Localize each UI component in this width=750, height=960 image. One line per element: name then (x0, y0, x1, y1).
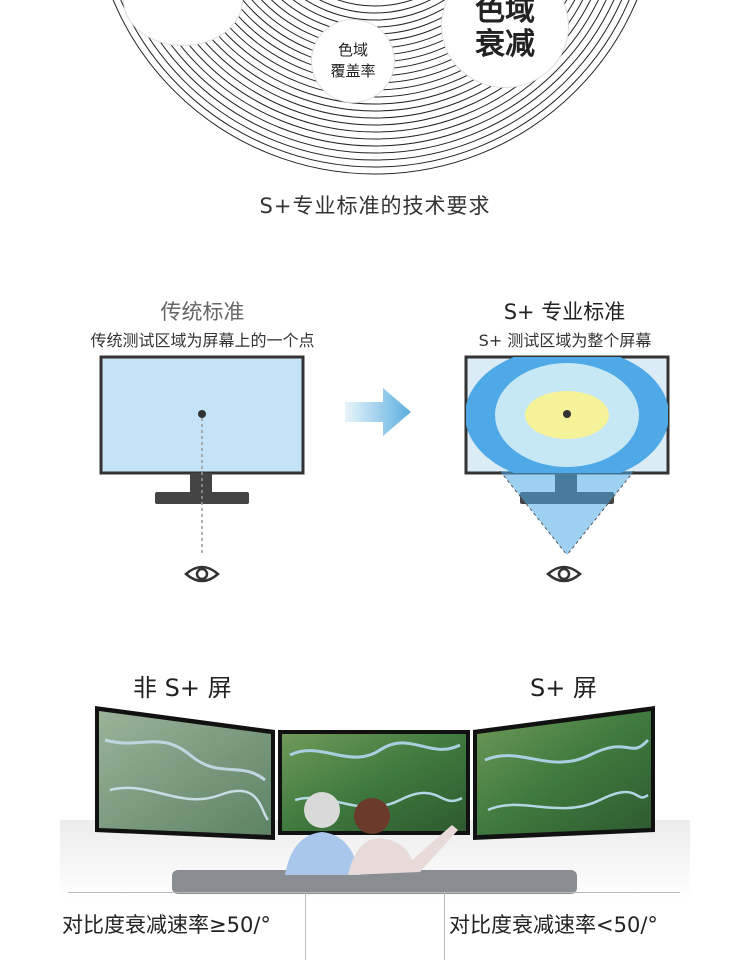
bubble-gamut-coverage: 色域 覆盖率 (312, 20, 394, 102)
ring-line (112, 0, 638, 175)
eye-icon (184, 565, 220, 583)
non-splus-caption: 对比度衰减速率≥50/° (62, 913, 271, 937)
ring-line (120, 0, 630, 168)
bottom-divider-line (68, 892, 680, 893)
non-splus-label: 非 S+ 屏 (133, 674, 232, 702)
viewing-scene (60, 706, 690, 900)
ring-line (182, 0, 568, 112)
ring-line (190, 0, 560, 105)
bubble-gamut-coverage-text: 色域 覆盖率 (330, 41, 376, 80)
ring-line (199, 0, 551, 98)
bottom-divider-left (305, 892, 306, 960)
eye-icon (546, 565, 582, 583)
ring-line (158, 0, 592, 133)
ring-line (304, 0, 446, 21)
left-standard-title: 传统标准 (160, 300, 245, 324)
bottom-divider-right (444, 892, 445, 960)
ring-line (151, 0, 599, 140)
splus-label: S+ 屏 (530, 674, 597, 702)
ring-line (135, 0, 615, 154)
ring-line (143, 0, 607, 147)
splus-caption: 对比度衰减速率<50/° (449, 913, 658, 937)
right-standard-title: S+ 专业标准 (503, 300, 626, 324)
ring-line (127, 0, 623, 161)
left-standard-subtitle: 传统测试区域为屏幕上的一个点 (90, 331, 315, 350)
ring-line (318, 0, 432, 14)
ring-line (336, 0, 414, 7)
section-title: S+专业标准的技术要求 (259, 194, 491, 218)
ring-line (166, 0, 584, 126)
traditional-monitor (99, 355, 305, 555)
ring-line (174, 0, 576, 119)
arrow-right-icon (345, 388, 411, 436)
splus-monitor (464, 355, 670, 556)
bubble-gamut-decay-text: 色域 衰减 (475, 0, 535, 62)
right-standard-subtitle: S+ 测试区域为整个屏幕 (478, 331, 652, 350)
